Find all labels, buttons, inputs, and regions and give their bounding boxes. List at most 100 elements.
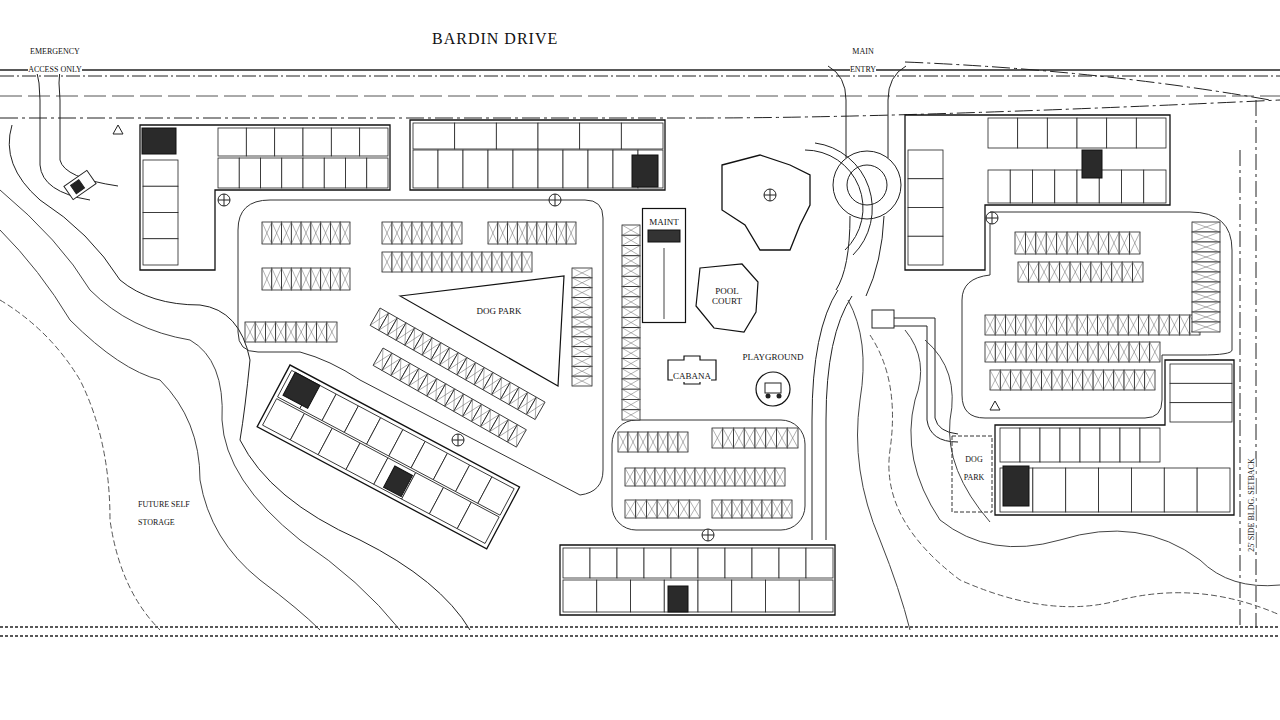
dwelling-unit-cell [988, 170, 1010, 203]
parking-stall-hatch [635, 468, 645, 486]
dwelling-unit-cell [143, 160, 178, 186]
dwelling-unit-row [1000, 428, 1160, 462]
parking-stall-cell [547, 222, 557, 244]
parking-stall-cell [1139, 315, 1149, 335]
parking-stall-hatch [1098, 315, 1108, 335]
parking-stall-hatch [1109, 342, 1119, 362]
parking-stall-cell [1078, 342, 1088, 362]
parking-stall-cell [622, 225, 640, 235]
parking-stall-cell [695, 468, 705, 486]
parking-stall-hatch [1103, 370, 1113, 390]
dwelling-unit-cell [1000, 428, 1020, 462]
label-holder: BARDIN DRIVE [432, 30, 558, 48]
parking-stall-cell [772, 500, 782, 518]
parking-stall-hatch [777, 428, 788, 448]
parking-stall-cell [442, 222, 452, 244]
dwelling-unit-cell [324, 158, 345, 188]
parking-stall-cell [622, 256, 640, 266]
parking-stall-cell [572, 337, 592, 347]
parking-stall-hatch [1005, 315, 1015, 335]
parking-stall-hatch [507, 425, 526, 447]
parking-stall-cell [1192, 302, 1220, 312]
parking-stall-hatch [1101, 262, 1111, 282]
parking-stall-hatch [1108, 315, 1118, 335]
play-structure [765, 383, 781, 393]
clubhouse [722, 155, 810, 250]
text-holder: DOG PARK [476, 300, 522, 318]
parking-stall-hatch [1042, 370, 1052, 390]
parking-stall-cell [1057, 232, 1067, 254]
parking-stall-hatch [1067, 315, 1077, 335]
parking-stall-cell [678, 432, 688, 452]
parking-stall-hatch [311, 268, 321, 290]
dwelling-unit-cell [143, 186, 178, 212]
parking-stall-cell [462, 252, 472, 272]
parking-stall-hatch [448, 353, 467, 375]
parking-lot [238, 200, 603, 495]
dwelling-unit-row [563, 580, 833, 612]
parking-stall-hatch [572, 347, 592, 357]
parking-stall-hatch [1192, 222, 1220, 232]
parking-stall-hatch [392, 252, 402, 272]
parking-stall-cell [301, 222, 311, 244]
parking-stall-hatch [995, 315, 1005, 335]
utility-cross [702, 529, 714, 541]
parking-stall-hatch [452, 252, 462, 272]
parking-stall-hatch [405, 328, 424, 350]
parking-stall-hatch [679, 500, 690, 518]
walkway [812, 290, 838, 540]
parking-stall-hatch [1192, 282, 1220, 292]
parking-stall-hatch [490, 414, 509, 436]
parking-stall-hatch [744, 428, 755, 448]
parking-stall-cell [1192, 282, 1220, 292]
parking-stall-hatch [675, 468, 685, 486]
parking-stall-hatch [311, 222, 321, 244]
dwelling-unit-cell [563, 548, 590, 578]
dwelling-unit-row [218, 128, 388, 156]
dwelling-unit-cell [303, 128, 331, 156]
parking-stall-cell [1060, 262, 1070, 282]
parking-stall-cell [1109, 232, 1119, 254]
ravine-line [905, 330, 1280, 586]
dwelling-unit-row [908, 150, 943, 265]
parking-stall-cell [1087, 315, 1097, 335]
parking-stall-hatch [387, 318, 406, 340]
dwelling-unit-cell [438, 150, 463, 188]
parking-stall-hatch [636, 500, 647, 518]
utility-symbol [549, 194, 561, 206]
dwelling-unit-cell [457, 502, 499, 543]
apartment-building [995, 360, 1234, 515]
parking-stall-cell [1192, 222, 1220, 232]
parking-stall-hatch [1192, 312, 1220, 322]
parking-stall-cell [392, 222, 402, 244]
street-name: BARDIN DRIVE [432, 30, 558, 47]
parking-stall-cell [272, 268, 282, 290]
parking-stall-hatch [1039, 262, 1049, 282]
parking-stall-hatch [402, 222, 412, 244]
parking-stall-row [625, 500, 700, 518]
parking-stall-hatch [622, 246, 640, 256]
parking-stall-cell [245, 322, 255, 342]
parking-stall-hatch [1139, 315, 1149, 335]
parking-stall-hatch [658, 432, 668, 452]
road-edge [0, 69, 1280, 71]
parking-stall-cell [1180, 315, 1190, 335]
dwelling-unit-cell [331, 128, 359, 156]
parking-stall-cell [1036, 342, 1046, 362]
parking-stall-cell [1081, 262, 1091, 282]
dwelling-unit-cell [806, 548, 833, 578]
parking-stall-row [1018, 262, 1143, 282]
parking-stall-hatch [418, 374, 437, 396]
parking-stall-row [262, 268, 350, 290]
parking-stall-cell [255, 322, 265, 342]
area-outline [696, 264, 758, 332]
parking-stall-cell [622, 276, 640, 286]
rail-line [0, 635, 1280, 636]
parking-stall-hatch [1139, 342, 1149, 362]
parking-stall-cell [735, 468, 745, 486]
parking-stall-hatch [572, 366, 592, 376]
parking-stall-cell [752, 500, 762, 518]
parking-stall-row [625, 468, 785, 486]
parking-stall-hatch [282, 268, 292, 290]
parking-stall-cell [402, 252, 412, 272]
